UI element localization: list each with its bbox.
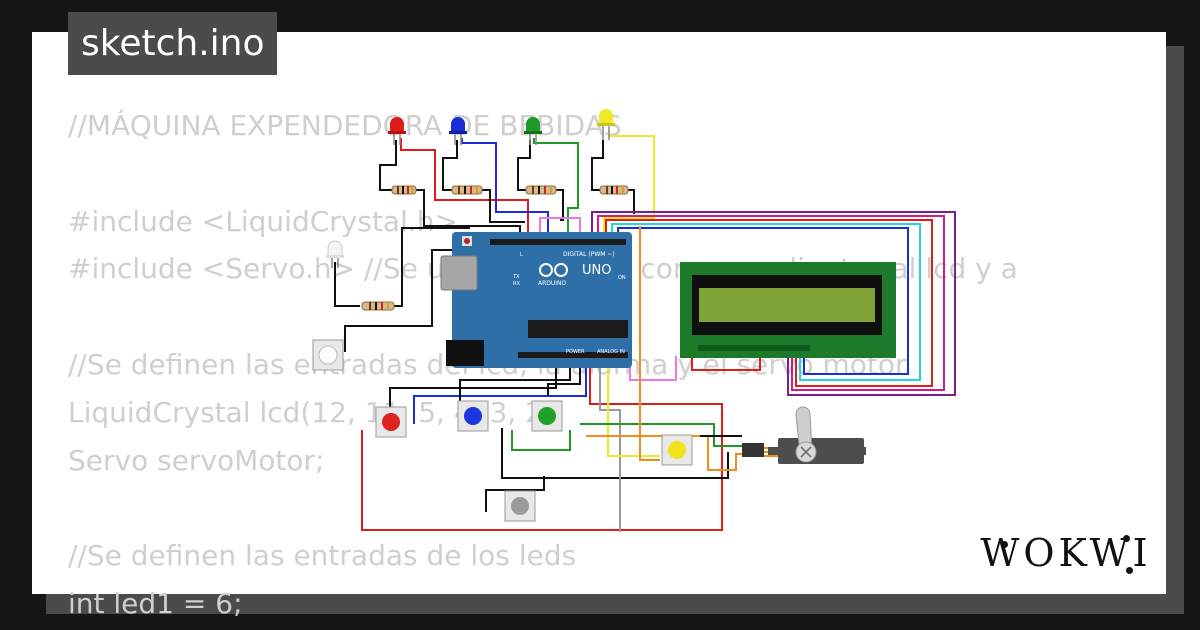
wire-orange xyxy=(639,226,660,461)
arduino-analog-label: ANALOG IN xyxy=(597,349,625,355)
wire-black xyxy=(344,249,452,352)
wire-red-led xyxy=(400,138,529,238)
logo-dot xyxy=(1123,535,1130,542)
resistor xyxy=(599,185,629,195)
wire-black xyxy=(415,189,521,238)
wire-black xyxy=(334,262,360,307)
wire-lcd xyxy=(617,227,909,375)
led-green xyxy=(524,117,542,145)
wire-black xyxy=(517,140,531,191)
button-yellow[interactable] xyxy=(661,434,693,466)
wire-black xyxy=(442,140,458,191)
file-tab[interactable]: sketch.ino xyxy=(68,12,278,75)
code-line: #include <LiquidCrystal.h> xyxy=(68,204,458,238)
wire-green-led xyxy=(533,138,579,238)
button-blue[interactable] xyxy=(457,400,489,432)
wire-lcd xyxy=(597,215,945,391)
wire-black xyxy=(482,189,525,223)
wokwi-logo-text: WOKWI xyxy=(980,531,1152,575)
wire-lcd xyxy=(605,219,933,387)
button-gray[interactable] xyxy=(504,490,536,522)
wire-black xyxy=(389,368,557,418)
wire-black xyxy=(459,368,571,402)
wire-red xyxy=(691,356,761,371)
wire-green xyxy=(511,430,571,451)
logo-dot xyxy=(1126,567,1133,574)
wire-yellow xyxy=(607,368,660,457)
wire-lcd xyxy=(591,211,956,396)
button-green[interactable] xyxy=(531,400,563,432)
code-line: int led1 = 6; xyxy=(68,586,243,620)
resistor xyxy=(391,185,417,195)
wire-black xyxy=(628,189,635,214)
leds xyxy=(326,109,615,268)
resistor xyxy=(361,301,395,311)
wire-black xyxy=(393,227,470,307)
wire-blue xyxy=(413,368,587,424)
button-red[interactable] xyxy=(375,406,407,438)
servo-motor xyxy=(742,406,866,464)
led-white xyxy=(326,240,344,268)
buttons xyxy=(312,339,693,522)
led-yellow xyxy=(597,109,615,140)
arduino-on-label: ON xyxy=(618,275,626,281)
arduino-l-label: L xyxy=(520,252,523,258)
resistors xyxy=(361,185,629,311)
wire-pink xyxy=(629,238,677,381)
wire-red xyxy=(361,368,723,531)
code-line: Servo servoMotor; xyxy=(68,443,325,477)
wire-black xyxy=(485,476,545,512)
arduino-infinity-logo xyxy=(539,263,568,277)
button-white[interactable] xyxy=(312,339,344,371)
arduino-model-label: UNO xyxy=(582,263,611,278)
wire-pink xyxy=(539,217,581,238)
wokwi-logo: WOKWI xyxy=(976,525,1156,581)
arduino-tx-label: TX xyxy=(512,274,520,280)
wire-blue-led xyxy=(461,138,549,238)
wire-black xyxy=(379,140,397,191)
led-blue xyxy=(449,117,467,145)
arduino-digital-label: DIGITAL (PWM ~) xyxy=(563,251,615,258)
led-red xyxy=(388,117,406,145)
resistor xyxy=(525,185,557,195)
arduino-power-label: POWER xyxy=(566,349,585,355)
arduino-uno: DIGITAL (PWM ~) L TX RX ON UNO ARDUINO P… xyxy=(440,232,632,368)
lcd-16x2 xyxy=(680,262,896,358)
wire-black xyxy=(547,368,581,396)
wire-lcd xyxy=(611,223,921,381)
wire-gray xyxy=(599,368,621,532)
arduino-rx-label: RX xyxy=(513,281,520,287)
code-line: //Se definen las entradas de los leds xyxy=(68,539,577,573)
resistor xyxy=(451,185,483,195)
wire-black xyxy=(591,140,604,191)
wire-yellow-led xyxy=(603,130,655,238)
wire-black xyxy=(501,428,729,479)
arduino-brand-label: ARDUINO xyxy=(538,280,567,287)
logo-dot xyxy=(1001,541,1008,548)
wire-black xyxy=(556,189,564,221)
